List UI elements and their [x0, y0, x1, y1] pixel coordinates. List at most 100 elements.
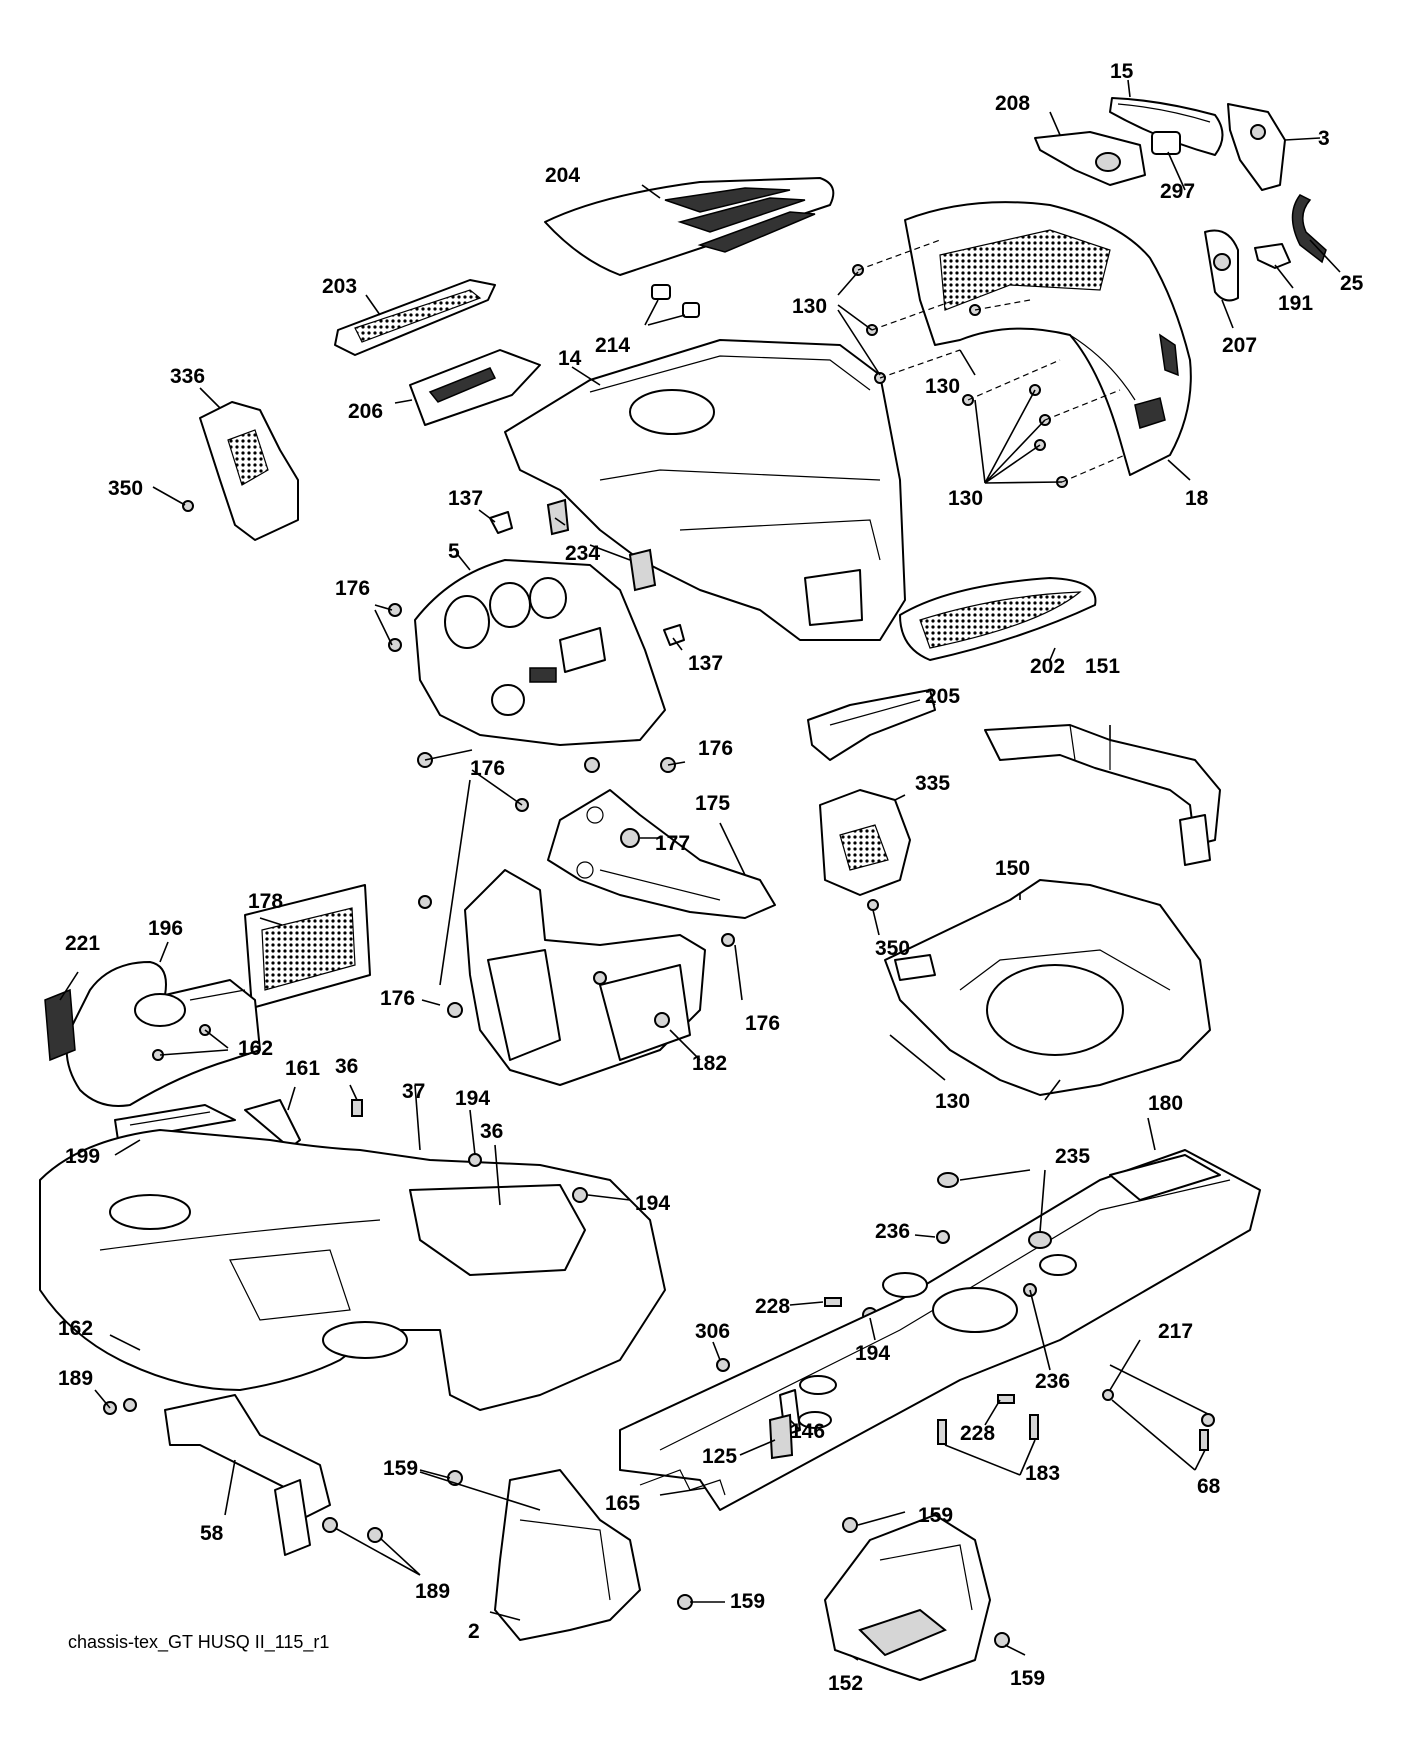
part-335-side-panel: [819, 789, 911, 896]
part-205-trim: [807, 689, 936, 761]
part-178-vent-panel: [244, 884, 371, 1009]
part-150-floor-plate: [884, 879, 1211, 1096]
part-228-bolts: [824, 1297, 1015, 1404]
label-152: 152: [828, 1672, 863, 1695]
part-297-clip: [1151, 131, 1181, 155]
label-196: 196: [148, 917, 183, 940]
part-350-screw-right: [867, 899, 879, 911]
label-5: 5: [448, 540, 460, 563]
label-162-b: 162: [58, 1317, 93, 1340]
part-191-bracket: [1254, 243, 1291, 269]
label-159-c: 159: [730, 1590, 765, 1613]
diagram-caption: chassis-tex_GT HUSQ II_115_r1: [68, 1632, 329, 1653]
part-217-rod: [1102, 1364, 1215, 1427]
label-194-c: 194: [855, 1342, 890, 1365]
label-335: 335: [915, 772, 950, 795]
label-161: 161: [285, 1057, 320, 1080]
part-175-steering-bracket: [547, 789, 776, 919]
label-176-d: 176: [380, 987, 415, 1010]
label-189-b: 189: [415, 1580, 450, 1603]
part-137-clip-right: [663, 624, 685, 646]
label-3: 3: [1318, 127, 1330, 150]
label-180: 180: [1148, 1092, 1183, 1115]
part-234-decals: [546, 498, 657, 592]
label-236-b: 236: [1035, 1370, 1070, 1393]
label-125: 125: [702, 1445, 737, 1468]
label-175: 175: [695, 792, 730, 815]
label-15: 15: [1110, 60, 1134, 83]
label-36-a: 36: [335, 1055, 358, 1078]
part-203-grille-strip: [334, 279, 496, 356]
label-214: 214: [595, 334, 630, 357]
label-130-b: 130: [925, 375, 960, 398]
label-68: 68: [1197, 1475, 1221, 1498]
label-159-b: 159: [918, 1504, 953, 1527]
label-151: 151: [1085, 655, 1120, 678]
label-37: 37: [402, 1080, 425, 1103]
fasteners-130-front: [852, 239, 1126, 488]
label-191: 191: [1278, 292, 1313, 315]
part-214-clips: [651, 284, 700, 318]
part-3-headlight-housing: [1227, 103, 1286, 191]
part-58-bracket: [164, 1394, 331, 1556]
callout-labels: 15 208 3 297 25 204 191 207 130 203 214 …: [58, 60, 1364, 1695]
label-130-d: 130: [935, 1090, 970, 1113]
part-37-fender: [39, 1129, 666, 1411]
label-350-b: 350: [875, 937, 910, 960]
label-130-a: 130: [792, 295, 827, 318]
label-297: 297: [1160, 180, 1195, 203]
part-306-nut: [716, 1358, 730, 1372]
part-202-grille: [899, 577, 1097, 661]
part-350-screw-left: [182, 500, 194, 512]
part-177-nut: [620, 828, 640, 848]
label-146: 146: [790, 1420, 825, 1443]
label-176-e: 176: [745, 1012, 780, 1035]
label-194-b: 194: [635, 1192, 670, 1215]
label-183: 183: [1025, 1462, 1060, 1485]
label-350-a: 350: [108, 477, 143, 500]
label-217: 217: [1158, 1320, 1193, 1343]
label-306: 306: [695, 1320, 730, 1343]
label-130-c: 130: [948, 487, 983, 510]
label-159-a: 159: [383, 1457, 418, 1480]
part-152-footrest: [824, 1514, 991, 1681]
part-15-strip: [1109, 97, 1224, 156]
part-182-console-housing: [464, 869, 706, 1086]
label-162-a: 162: [238, 1037, 273, 1060]
part-68-bolts: [1199, 1429, 1209, 1451]
label-137-a: 137: [448, 487, 483, 510]
label-228-a: 228: [755, 1295, 790, 1318]
label-208: 208: [995, 92, 1030, 115]
label-176-b: 176: [698, 737, 733, 760]
label-336: 336: [170, 365, 205, 388]
label-18: 18: [1185, 487, 1209, 510]
part-196-seat: [65, 961, 261, 1107]
label-36-b: 36: [480, 1120, 503, 1143]
label-194-a: 194: [455, 1087, 490, 1110]
label-177: 177: [655, 832, 690, 855]
label-236-a: 236: [875, 1220, 910, 1243]
part-235-bushings: [937, 1172, 1052, 1249]
label-206: 206: [348, 400, 383, 423]
label-159-d: 159: [1010, 1667, 1045, 1690]
label-221: 221: [65, 932, 100, 955]
part-208-mount: [1034, 131, 1146, 186]
part-2-front-bracket: [494, 1469, 641, 1641]
label-234: 234: [565, 542, 600, 565]
label-150: 150: [995, 857, 1030, 880]
part-336-side-panel: [199, 401, 299, 541]
part-206-cover: [409, 349, 541, 426]
label-199: 199: [65, 1145, 100, 1168]
label-165: 165: [605, 1492, 640, 1515]
label-203: 203: [322, 275, 357, 298]
label-189-a: 189: [58, 1367, 93, 1390]
label-207: 207: [1222, 334, 1257, 357]
label-202: 202: [1030, 655, 1065, 678]
label-58: 58: [200, 1522, 224, 1545]
part-221-decal: [44, 988, 76, 1062]
part-5-dash-panel: [414, 559, 666, 746]
part-207-lamp: [1204, 229, 1239, 302]
part-159-bolts: [447, 1470, 1010, 1648]
part-183-bolts: [937, 1414, 1039, 1445]
